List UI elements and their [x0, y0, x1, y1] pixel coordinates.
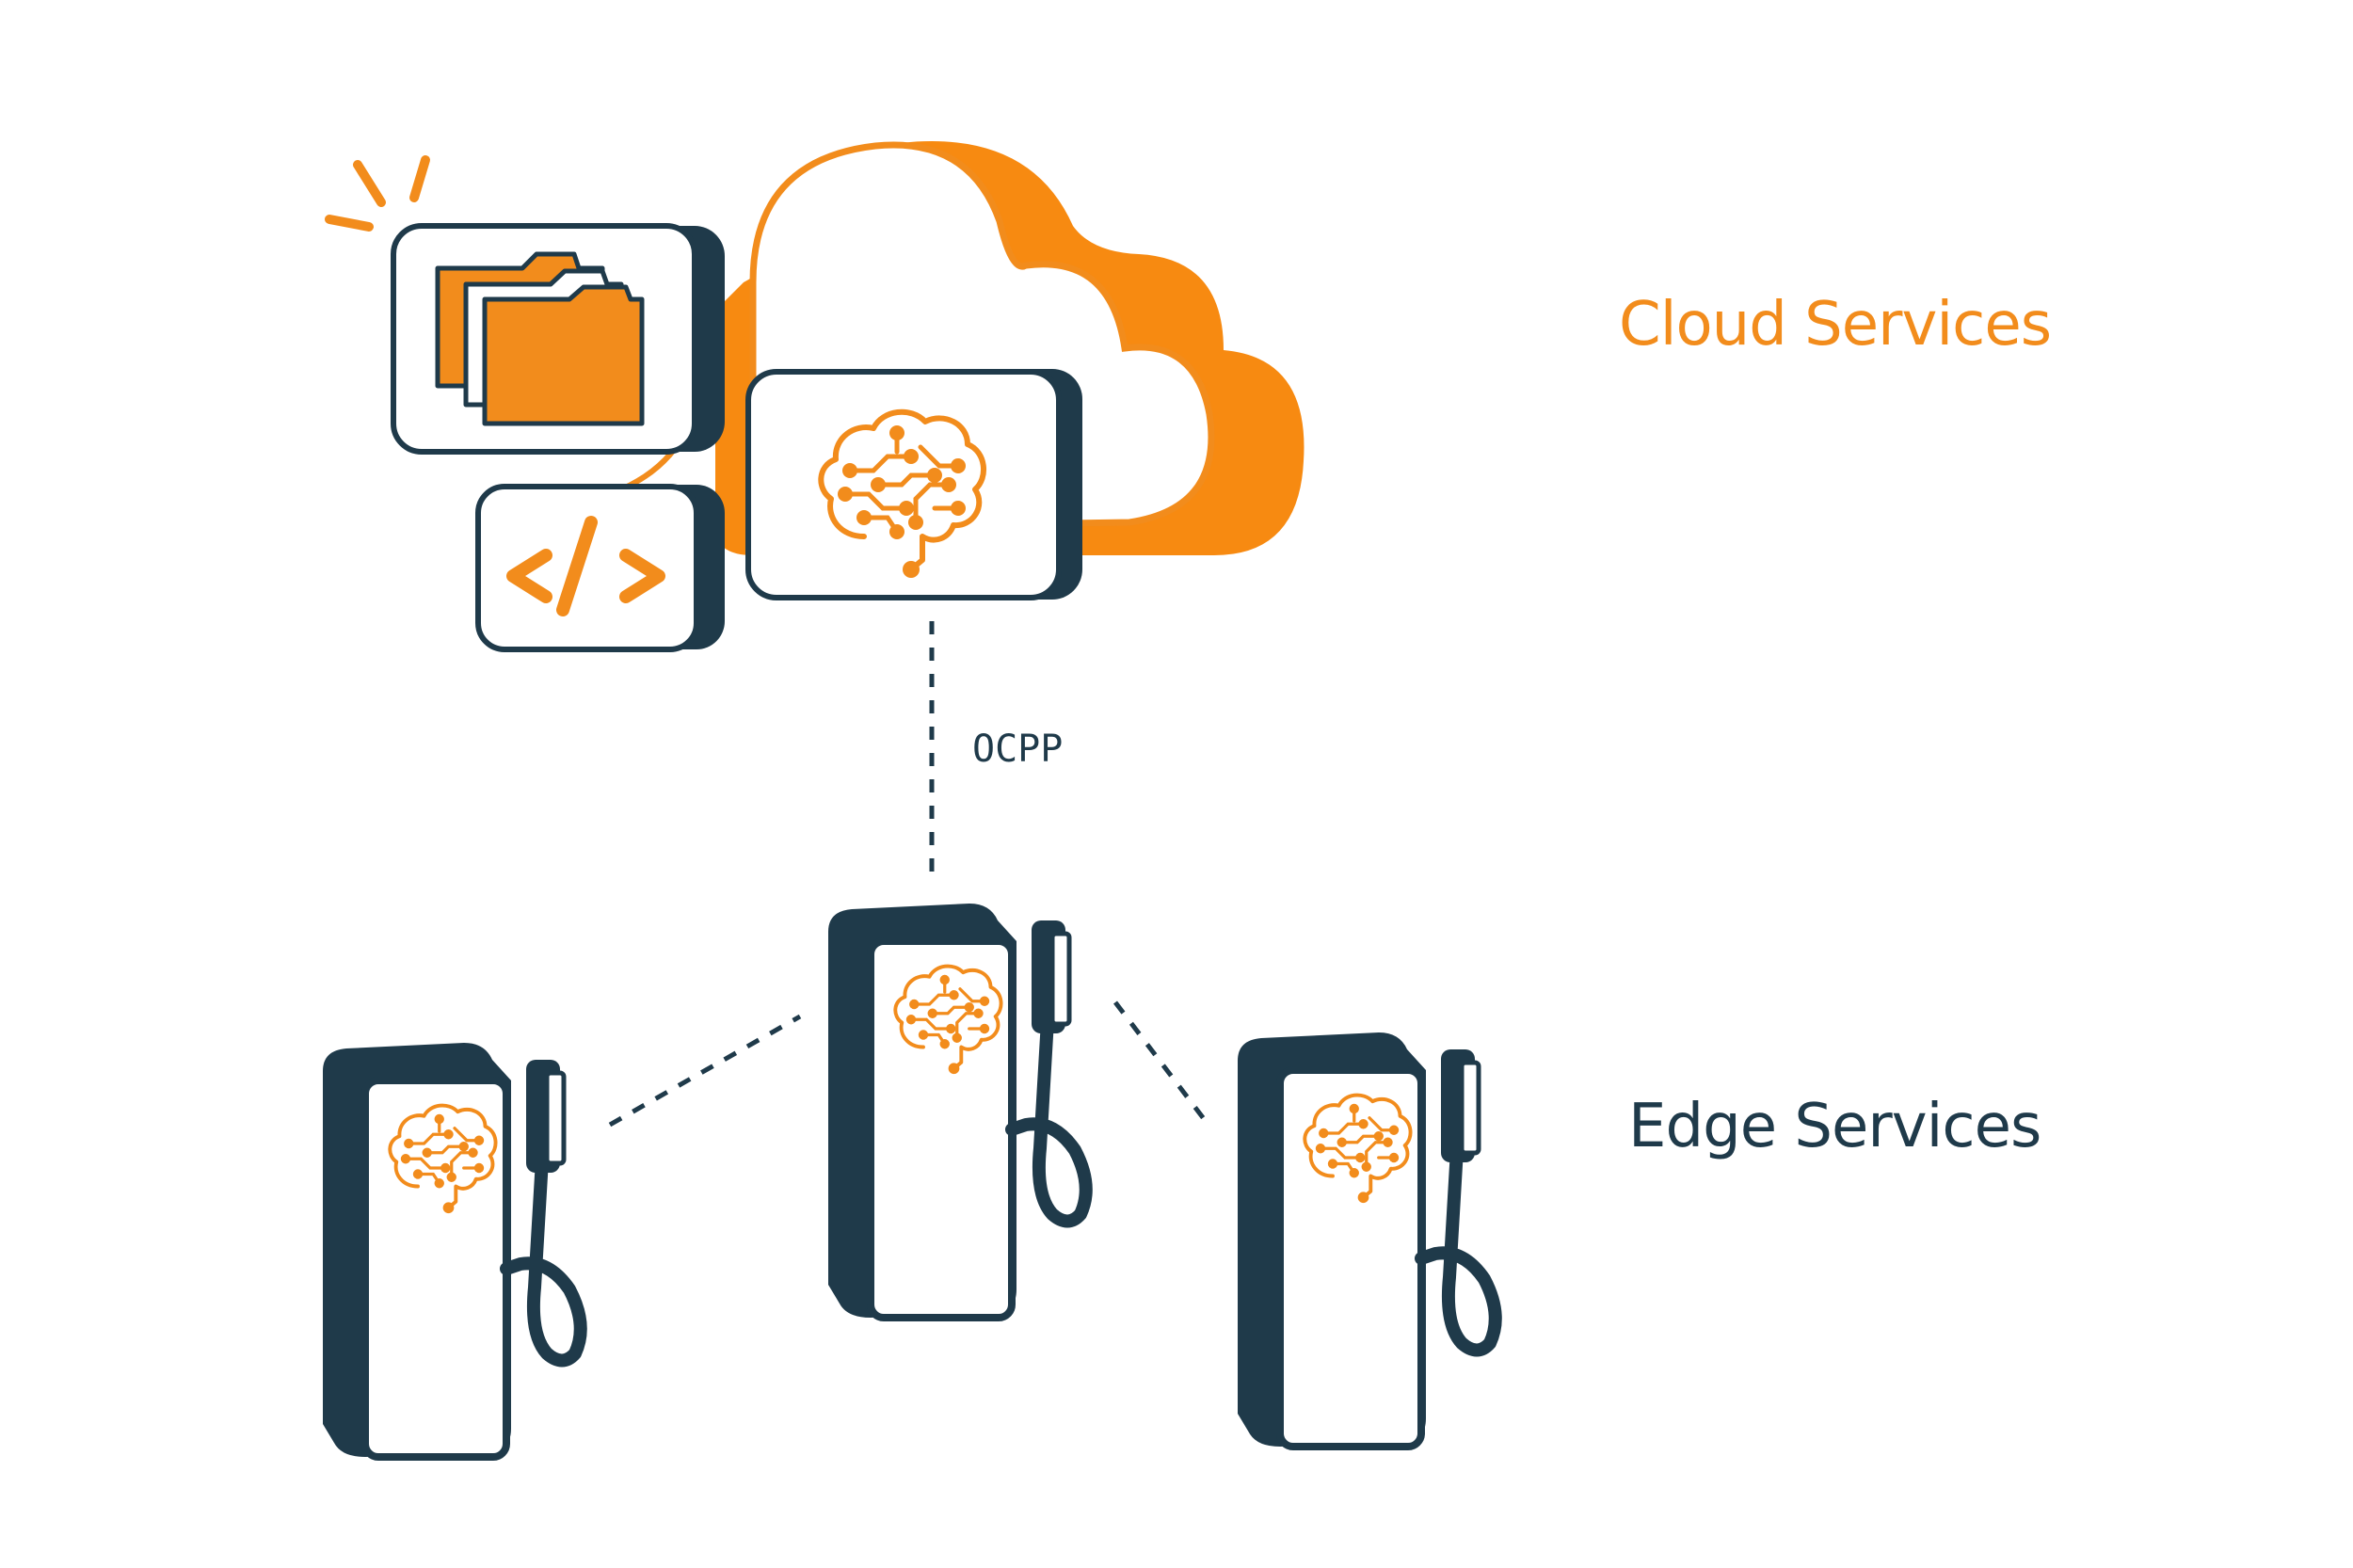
charger-left: [323, 1043, 581, 1457]
edge-services-label: Edge Services: [1628, 1092, 2041, 1161]
ev-charger-icon: [828, 904, 1086, 1318]
ev-charger-icon: [1238, 1032, 1496, 1447]
spark-icon: [325, 155, 430, 232]
ai-card: [745, 369, 1082, 600]
ocpp-label: OCPP: [972, 728, 1064, 771]
charger-link-left: [608, 1014, 802, 1128]
folders-card: [391, 223, 725, 455]
ev-charger-icon: [323, 1043, 581, 1457]
cloud-services-label: Cloud Services: [1619, 290, 2052, 360]
code-card: [475, 484, 725, 652]
code-icon: [506, 516, 665, 616]
charger-right: [1238, 1032, 1496, 1447]
folders-icon: [435, 251, 645, 426]
charger-link-right: [1113, 1000, 1207, 1122]
charger-center: [828, 904, 1086, 1318]
